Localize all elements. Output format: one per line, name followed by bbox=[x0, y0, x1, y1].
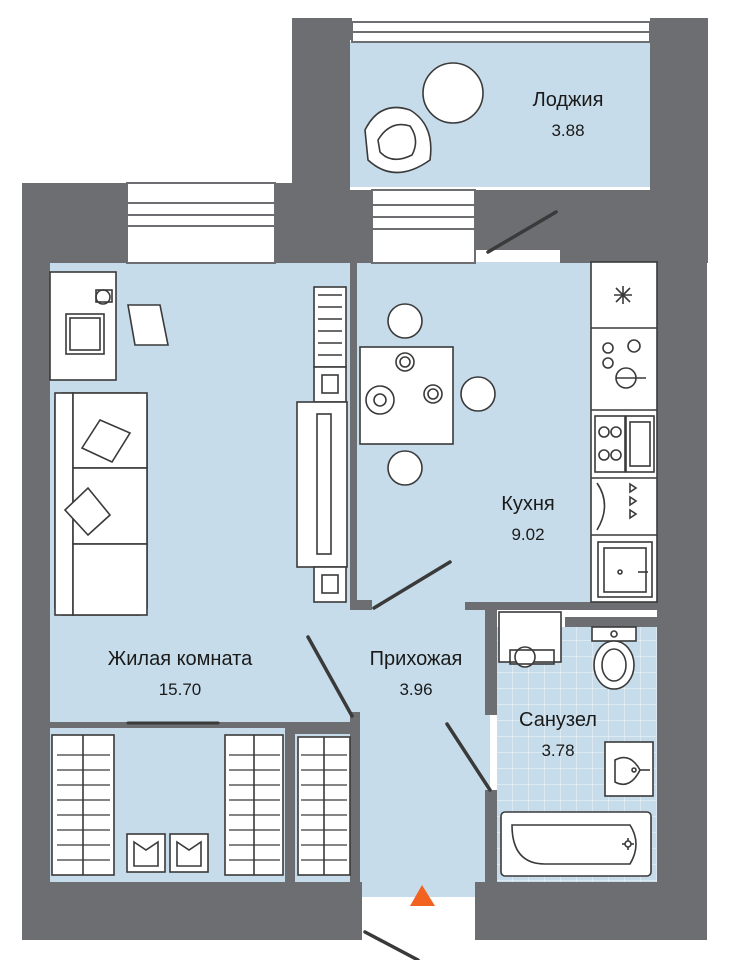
living-name: Жилая комната bbox=[108, 648, 253, 670]
bathtub-icon bbox=[500, 811, 652, 877]
utensils-icon bbox=[602, 339, 646, 389]
hallway-floor bbox=[355, 607, 490, 897]
wardrobe-icon bbox=[51, 734, 351, 876]
sofa-icon bbox=[54, 392, 148, 616]
door-kitchen bbox=[372, 560, 452, 610]
toilet-icon bbox=[591, 626, 637, 690]
dining-table-icon bbox=[359, 303, 496, 486]
bathroom-name: Санузел bbox=[519, 709, 597, 731]
door-loggia bbox=[486, 210, 558, 254]
bathroom-sink-icon bbox=[604, 741, 654, 797]
windows bbox=[126, 21, 651, 264]
loggia-area: 3.88 bbox=[551, 121, 584, 140]
entrance-marker-icon bbox=[410, 885, 435, 906]
window-kitchen bbox=[371, 189, 476, 264]
doors bbox=[126, 210, 558, 960]
oven-icon bbox=[594, 415, 655, 473]
furniture bbox=[49, 62, 658, 877]
hallway-name: Прихожая bbox=[370, 648, 463, 670]
kitchen-name: Кухня bbox=[501, 493, 555, 515]
loggia-name: Лоджия bbox=[533, 89, 604, 111]
desk-icon bbox=[49, 271, 169, 381]
door-entrance bbox=[363, 930, 420, 960]
armchair-icon bbox=[364, 106, 432, 174]
room-labels: Лоджия 3.88 Кухня 9.02 Жилая комната 15.… bbox=[108, 89, 604, 760]
living-area: 15.70 bbox=[159, 680, 202, 699]
window-loggia bbox=[351, 21, 651, 43]
sink-icon bbox=[597, 541, 653, 598]
door-living bbox=[306, 635, 354, 718]
bathroom-area: 3.78 bbox=[541, 741, 574, 760]
tv-icon bbox=[296, 401, 348, 603]
stove-icon bbox=[596, 482, 638, 531]
shirts-icon bbox=[126, 833, 209, 873]
door-bathroom bbox=[445, 722, 492, 792]
shelf-icon bbox=[313, 286, 347, 403]
round-table-icon bbox=[422, 62, 484, 124]
fridge-icon bbox=[614, 286, 632, 304]
kitchen-area: 9.02 bbox=[511, 525, 544, 544]
window-living bbox=[126, 182, 276, 264]
washing-machine-icon bbox=[498, 611, 562, 668]
hallway-area: 3.96 bbox=[399, 680, 432, 699]
